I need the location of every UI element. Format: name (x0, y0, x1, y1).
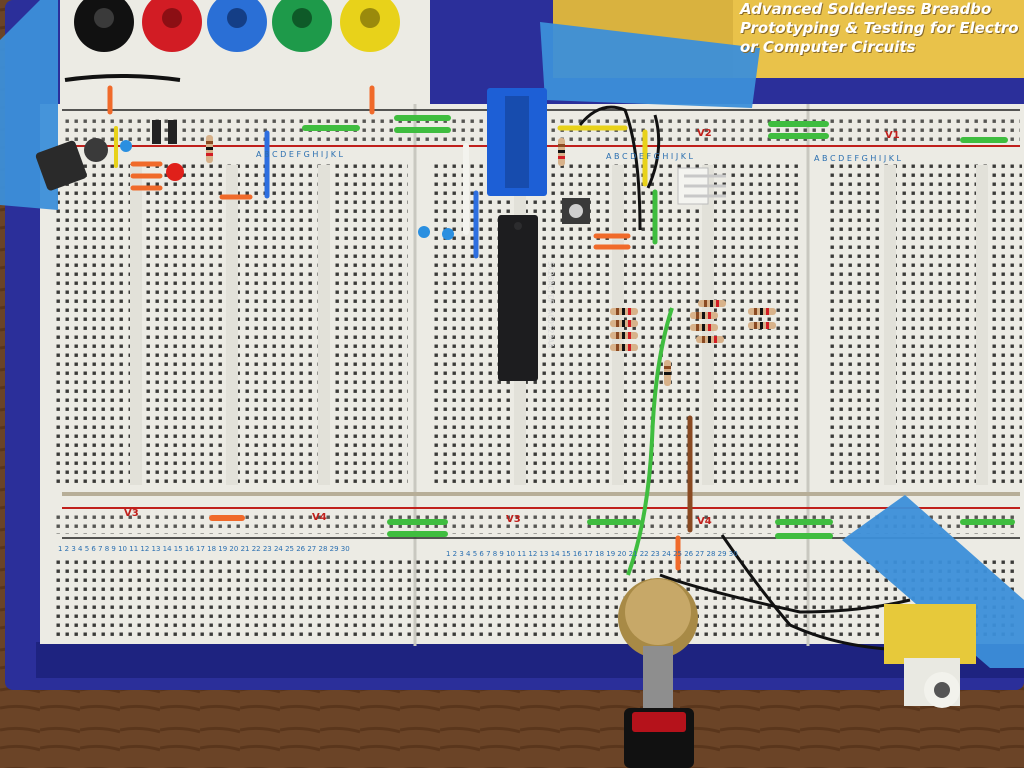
resistors (206, 135, 776, 386)
red-led (166, 163, 184, 181)
sign-line-1: Advanced Solderless Breadbo (740, 0, 992, 18)
sign-line-3: or Computer Circuits (740, 38, 916, 56)
column-letters-1: A B C D E F G H I J K L (256, 150, 343, 159)
sign-text: Advanced Solderless Breadbo Prototyping … (740, 0, 1019, 57)
rca-jack (884, 604, 976, 664)
chip-line-2: ACO523AA (545, 309, 555, 348)
bottom-numbers-2: 1 2 3 4 5 6 7 8 9 10 11 12 13 14 15 16 1… (446, 550, 738, 558)
tape-top (540, 22, 760, 108)
rail-label-v1: V1 (885, 130, 900, 141)
column-letters-3: A B C D E F G H I J K L (814, 154, 901, 163)
rail-label-v4-left: V4 (312, 512, 327, 523)
binding-posts (74, 0, 400, 52)
rail-label-v3-left: V3 (124, 508, 139, 519)
rail-label-v3-mid: V3 (506, 514, 521, 525)
tape-right (842, 495, 1024, 668)
rail-label-v2: V2 (697, 128, 712, 139)
chip-marking: SX28AC/DP ACO523AA (546, 261, 555, 348)
ic-chip (498, 215, 538, 381)
sign-line-2: Prototyping & Testing for Electro (740, 19, 1019, 37)
rail-label-v4-mid: V4 (697, 516, 712, 527)
column-letters-2: A B C D E F G H I J K L (606, 152, 693, 161)
bottom-numbers-1: 1 2 3 4 5 6 7 8 9 10 11 12 13 14 15 16 1… (58, 545, 350, 553)
chip-line-1: SX28AC/DP (545, 261, 555, 305)
